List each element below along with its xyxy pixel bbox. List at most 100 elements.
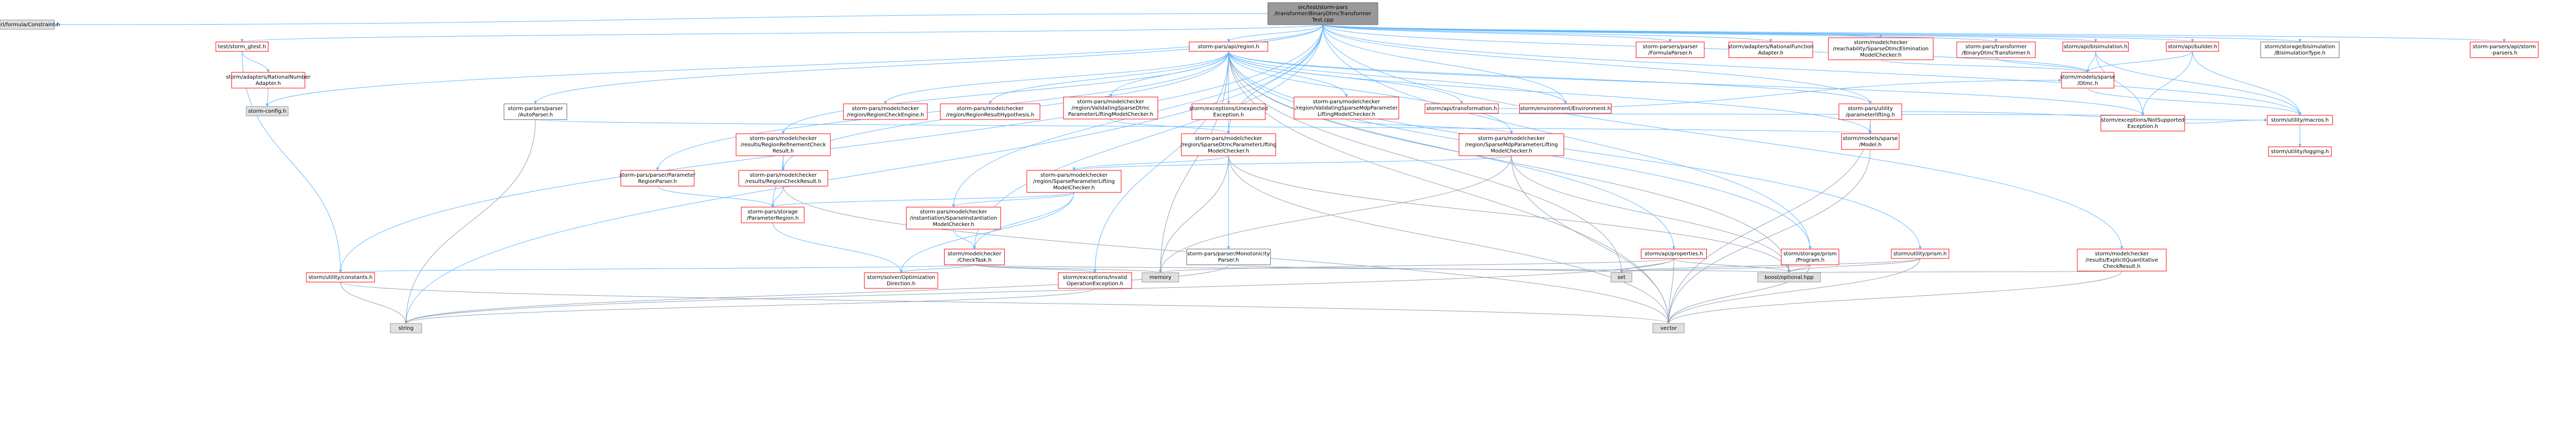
edge-root-to-rational-function-adapter [1322, 24, 1772, 42]
graph-node-utility-prism[interactable]: storm/utility/prism.h [1891, 249, 1949, 259]
node-box [736, 133, 831, 156]
node-label: storm/models/sparse [2060, 74, 2115, 80]
node-label: storm-pars/api/region.h [1198, 44, 1259, 50]
graph-node-models-sparse-model[interactable]: storm/models/sparse/Model.h [1841, 133, 1900, 150]
graph-node-sparse-dtmc-lifting[interactable]: storm-pars/modelchecker/region/SparseDtm… [1181, 133, 1277, 156]
graph-node-utility-constants[interactable]: storm/utility/constants.h [306, 272, 375, 283]
node-box [620, 170, 695, 187]
node-box [1956, 41, 2036, 58]
graph-node-storage-prism-program[interactable]: storm/storage/prism/Program.h [1781, 249, 1839, 265]
graph-node-auto-parser[interactable]: storm-parsers/parser/AutoParser.h [503, 103, 567, 120]
edge-api-region-to-models-sparse-model [1228, 51, 1872, 134]
graph-node-reachability-dtmc[interactable]: storm/modelchecker/reachability/SparseDt… [1828, 37, 1934, 60]
graph-node-region-result-hypothesis[interactable]: storm-pars/modelchecker/region/RegionRes… [940, 103, 1040, 120]
node-box [1142, 272, 1179, 283]
edge-utility-prism-to-vector [1667, 258, 1921, 324]
graph-node-models-sparse-dtmc[interactable]: storm/models/sparse/Dtmc.h [2060, 72, 2115, 89]
node-label: CheckResult.h [2103, 264, 2140, 269]
node-box [1757, 272, 1821, 283]
graph-node-parameter-region[interactable]: storm-pars/storage/ParameterRegion.h [741, 207, 805, 223]
node-label: Adapter.h [256, 81, 281, 87]
graph-node-api-transformation[interactable]: storm/api/transformation.h [1424, 103, 1499, 114]
nodes-layer: src/test/storm-pars/transformer/BinaryDt… [0, 2, 2539, 333]
edge-api-region-to-boost-optional [1228, 51, 1791, 273]
graph-node-parameter-lifting-util[interactable]: storm-pars/utility/parameterlifting.h [1838, 103, 1902, 120]
graph-node-sparse-mdp-lifting[interactable]: storm-pars/modelchecker/region/SparseMdp… [1459, 133, 1564, 156]
node-box [215, 41, 269, 52]
node-label: vector [1660, 326, 1678, 331]
edge-root-to-utility-constants [339, 24, 1323, 273]
graph-node-api-region[interactable]: storm-pars/api/region.h [1189, 41, 1268, 52]
edge-sparse-dtmc-lifting-to-memory [1159, 155, 1229, 273]
edge-sparse-param-lifting-to-check-task [973, 192, 1075, 250]
graph-node-test-gtest[interactable]: test/storm_gtest.h [215, 41, 269, 52]
node-box [1636, 41, 1705, 58]
graph-node-sparse-param-lifting[interactable]: storm-pars/modelchecker/region/SparsePar… [1026, 170, 1122, 193]
node-box [1838, 103, 1902, 120]
node-label: /reachability/SparseDtmcElimination [1833, 46, 1929, 52]
graph-node-region-check-engine[interactable]: storm-pars/modelchecker/region/RegionChe… [843, 103, 928, 120]
graph-node-binary-dtmc-transformer[interactable]: storm-pars/transformer/BinaryDtmcTransfo… [1956, 41, 2036, 58]
graph-node-utility-logging[interactable]: storm/utility/logging.h [2268, 146, 2332, 157]
edge-reachability-dtmc-to-models-sparse-dtmc [1880, 59, 2089, 73]
node-label: storm-pars/storage [748, 209, 798, 215]
node-box [2267, 115, 2333, 125]
graph-node-api-properties[interactable]: storm/api/properties.h [1641, 249, 1707, 259]
node-label: Exception.h [2128, 124, 2158, 130]
node-label: OperationException.h [1067, 281, 1124, 287]
graph-node-invalid-operation[interactable]: storm/exceptions/InvalidOperationExcepti… [1058, 272, 1132, 289]
edge-api-transformation-to-not-supported-exception [1461, 112, 2143, 116]
node-label: Exception.h [1213, 112, 1244, 118]
node-box [1459, 133, 1564, 156]
graph-node-parameter-region-parser[interactable]: storm-pars/parser/ParameterRegionParser.… [619, 170, 696, 187]
node-label: /region/SparseMdpParameterLifting [1465, 142, 1558, 148]
node-label: storm/utility/macros.h [2271, 117, 2329, 123]
edge-sparse-mdp-lifting-to-vector [1511, 155, 1670, 324]
node-label: /ParameterRegion.h [747, 215, 798, 221]
node-label: /region/RegionResultHypothesis.h [946, 112, 1035, 118]
edge-root-to-check-task [973, 24, 1323, 250]
edge-models-sparse-dtmc-to-utility-macros [2087, 88, 2301, 116]
edge-root-to-formula-parser [1322, 24, 1672, 42]
edge-test-gtest-to-rational-adapter [242, 51, 270, 73]
node-label: storm/storage/prism [1783, 251, 1837, 257]
edge-sparse-param-lifting-to-solver-optimization [900, 192, 1075, 273]
graph-node-environment[interactable]: storm/environment/Environment.h [1519, 103, 1612, 114]
graph-node-explicit-quantitative[interactable]: storm/modelchecker/results/ExplicitQuant… [2077, 249, 2167, 272]
node-label: test/storm_gtest.h [218, 44, 266, 50]
edge-api-properties-to-memory [1159, 258, 1674, 273]
node-label: /Program.h [1795, 257, 1824, 263]
graph-node-validating-mdp[interactable]: storm-pars/modelchecker/region/Validatin… [1294, 96, 1399, 120]
edges-layer [54, 13, 2506, 324]
graph-node-validating-dtmc[interactable]: storm-pars/modelchecker/region/Validatin… [1063, 96, 1158, 120]
graph-node-formula-parser[interactable]: storm-parsers/parser/FormulaParser.h [1636, 41, 1705, 58]
edge-sparse-instantiation-to-check-task [953, 229, 976, 250]
graph-node-region-check-result[interactable]: storm-pars/modelchecker/results/RegionCh… [738, 170, 828, 187]
node-label: storm-pars/modelchecker [920, 209, 988, 215]
graph-node-root[interactable]: src/test/storm-pars/transformer/BinaryDt… [1267, 2, 1378, 25]
node-label: Test.cpp [1311, 17, 1333, 23]
graph-node-parsers-api[interactable]: storm-parsers/api/storm-parsers.h [2470, 41, 2539, 58]
node-box [1181, 133, 1276, 156]
node-box [1728, 41, 1813, 58]
graph-node-utility-macros[interactable]: storm/utility/macros.h [2267, 115, 2333, 125]
edge-root-to-bisimulation-type [1322, 24, 2301, 42]
graph-node-check-task[interactable]: storm/modelchecker/CheckTask.h [944, 249, 1005, 265]
graph-node-api-builder[interactable]: storm/api/builder.h [2166, 41, 2219, 52]
node-box [2268, 146, 2332, 157]
graph-node-bisimulation-type[interactable]: storm/storage/bisimulation/BisimulationT… [2260, 41, 2340, 58]
node-box [1519, 103, 1612, 114]
edge-check-task-to-invalid-operation [974, 264, 1097, 273]
node-label: storm/modelchecker [2095, 251, 2150, 257]
graph-node-region-refinement[interactable]: storm-pars/modelchecker/results/RegionRe… [736, 133, 831, 156]
graph-node-api-bisimulation[interactable]: storm/api/bisimulation.h [2063, 41, 2129, 52]
node-label: storm/exceptions/Invalid [1063, 275, 1127, 281]
graph-node-sparse-instantiation[interactable]: storm-pars/modelchecker/instantiation/Sp… [906, 207, 1001, 230]
node-box [390, 323, 422, 333]
